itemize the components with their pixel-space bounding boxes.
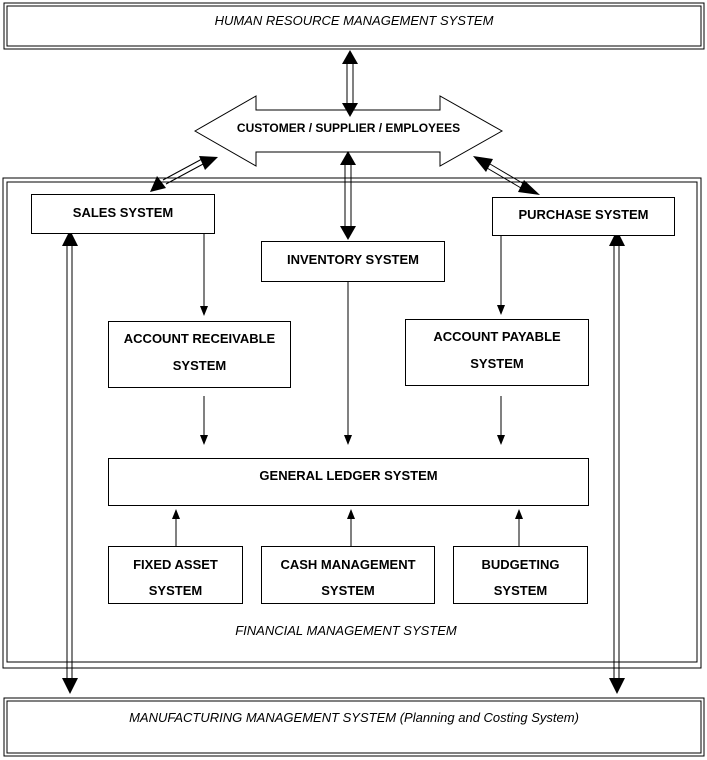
hrms-label: HUMAN RESOURCE MANAGEMENT SYSTEM	[214, 13, 494, 28]
hrms-customer-arrow	[342, 50, 358, 117]
fa-system-box	[108, 546, 243, 604]
inventory-system-box	[261, 241, 445, 282]
fms-label: FINANCIAL MANAGEMENT SYSTEM	[235, 623, 457, 638]
budget-system-box	[453, 546, 588, 604]
sales-mms-arrow	[62, 230, 78, 694]
purchase-system-label: PURCHASE SYSTEM	[518, 207, 649, 222]
budget-label-line1: BUDGETING	[481, 557, 560, 572]
customer-supplier-shape	[193, 95, 504, 167]
gl-system-label: GENERAL LEDGER SYSTEM	[259, 468, 438, 483]
fa-label-line1: FIXED ASSET	[133, 557, 218, 572]
purchase-mms-arrow	[609, 230, 625, 694]
cash-label-line1: CASH MANAGEMENT	[280, 557, 416, 572]
customer-sales-arrow	[150, 156, 218, 192]
purchase-system-box	[492, 197, 675, 236]
sales-system-label: SALES SYSTEM	[72, 205, 174, 220]
inventory-system-label: INVENTORY SYSTEM	[287, 252, 419, 267]
gl-system-box	[108, 458, 589, 506]
mms-box	[3, 697, 705, 757]
hrms-box	[3, 2, 705, 50]
ap-label-line2: SYSTEM	[470, 356, 524, 371]
customer-supplier-label: CUSTOMER / SUPPLIER / EMPLOYEES	[236, 121, 461, 135]
sales-system-box	[31, 194, 215, 234]
ap-label-line1: ACCOUNT PAYABLE	[433, 329, 561, 344]
customer-purchase-arrow	[473, 156, 540, 195]
ap-system-box	[405, 319, 589, 386]
customer-inventory-arrow	[340, 151, 356, 240]
cash-label-line2: SYSTEM	[321, 583, 375, 598]
budget-label-line2: SYSTEM	[493, 583, 548, 598]
ar-system-box	[108, 321, 291, 388]
financial-frame	[2, 177, 702, 669]
mms-label: MANUFACTURING MANAGEMENT SYSTEM (Plannin…	[129, 710, 579, 725]
ar-label-line2: SYSTEM	[172, 358, 227, 373]
fa-label-line2: SYSTEM	[148, 583, 203, 598]
ar-label-line1: ACCOUNT RECEIVABLE	[123, 331, 276, 346]
cash-system-box	[261, 546, 435, 604]
